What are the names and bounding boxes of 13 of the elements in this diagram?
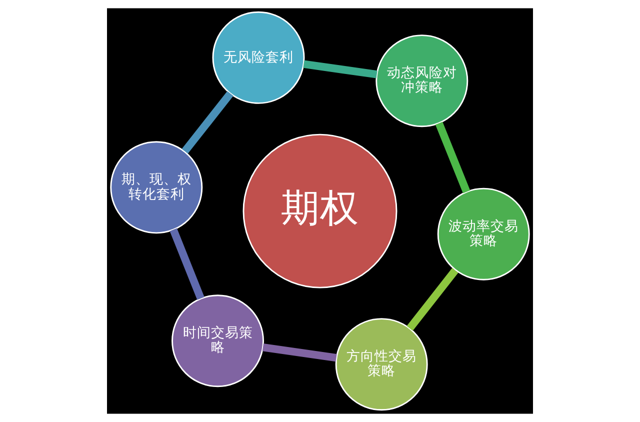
connector: [262, 344, 337, 362]
node-circle: 无风险套利: [212, 11, 305, 104]
connector: [182, 91, 234, 154]
node-circle: 动态风险对冲策略: [376, 34, 468, 128]
node-circle: 波动率交易策略: [437, 188, 530, 280]
node-circle: 时间交易策略: [172, 294, 264, 388]
node-circle: 期、现、权转化套利: [110, 141, 203, 234]
connector: [406, 268, 458, 331]
connector: [170, 228, 204, 300]
connector: [303, 60, 378, 78]
connector: [435, 122, 470, 194]
node-circle: 期权: [242, 134, 398, 288]
node-circle: 方向性交易策略: [335, 318, 428, 411]
